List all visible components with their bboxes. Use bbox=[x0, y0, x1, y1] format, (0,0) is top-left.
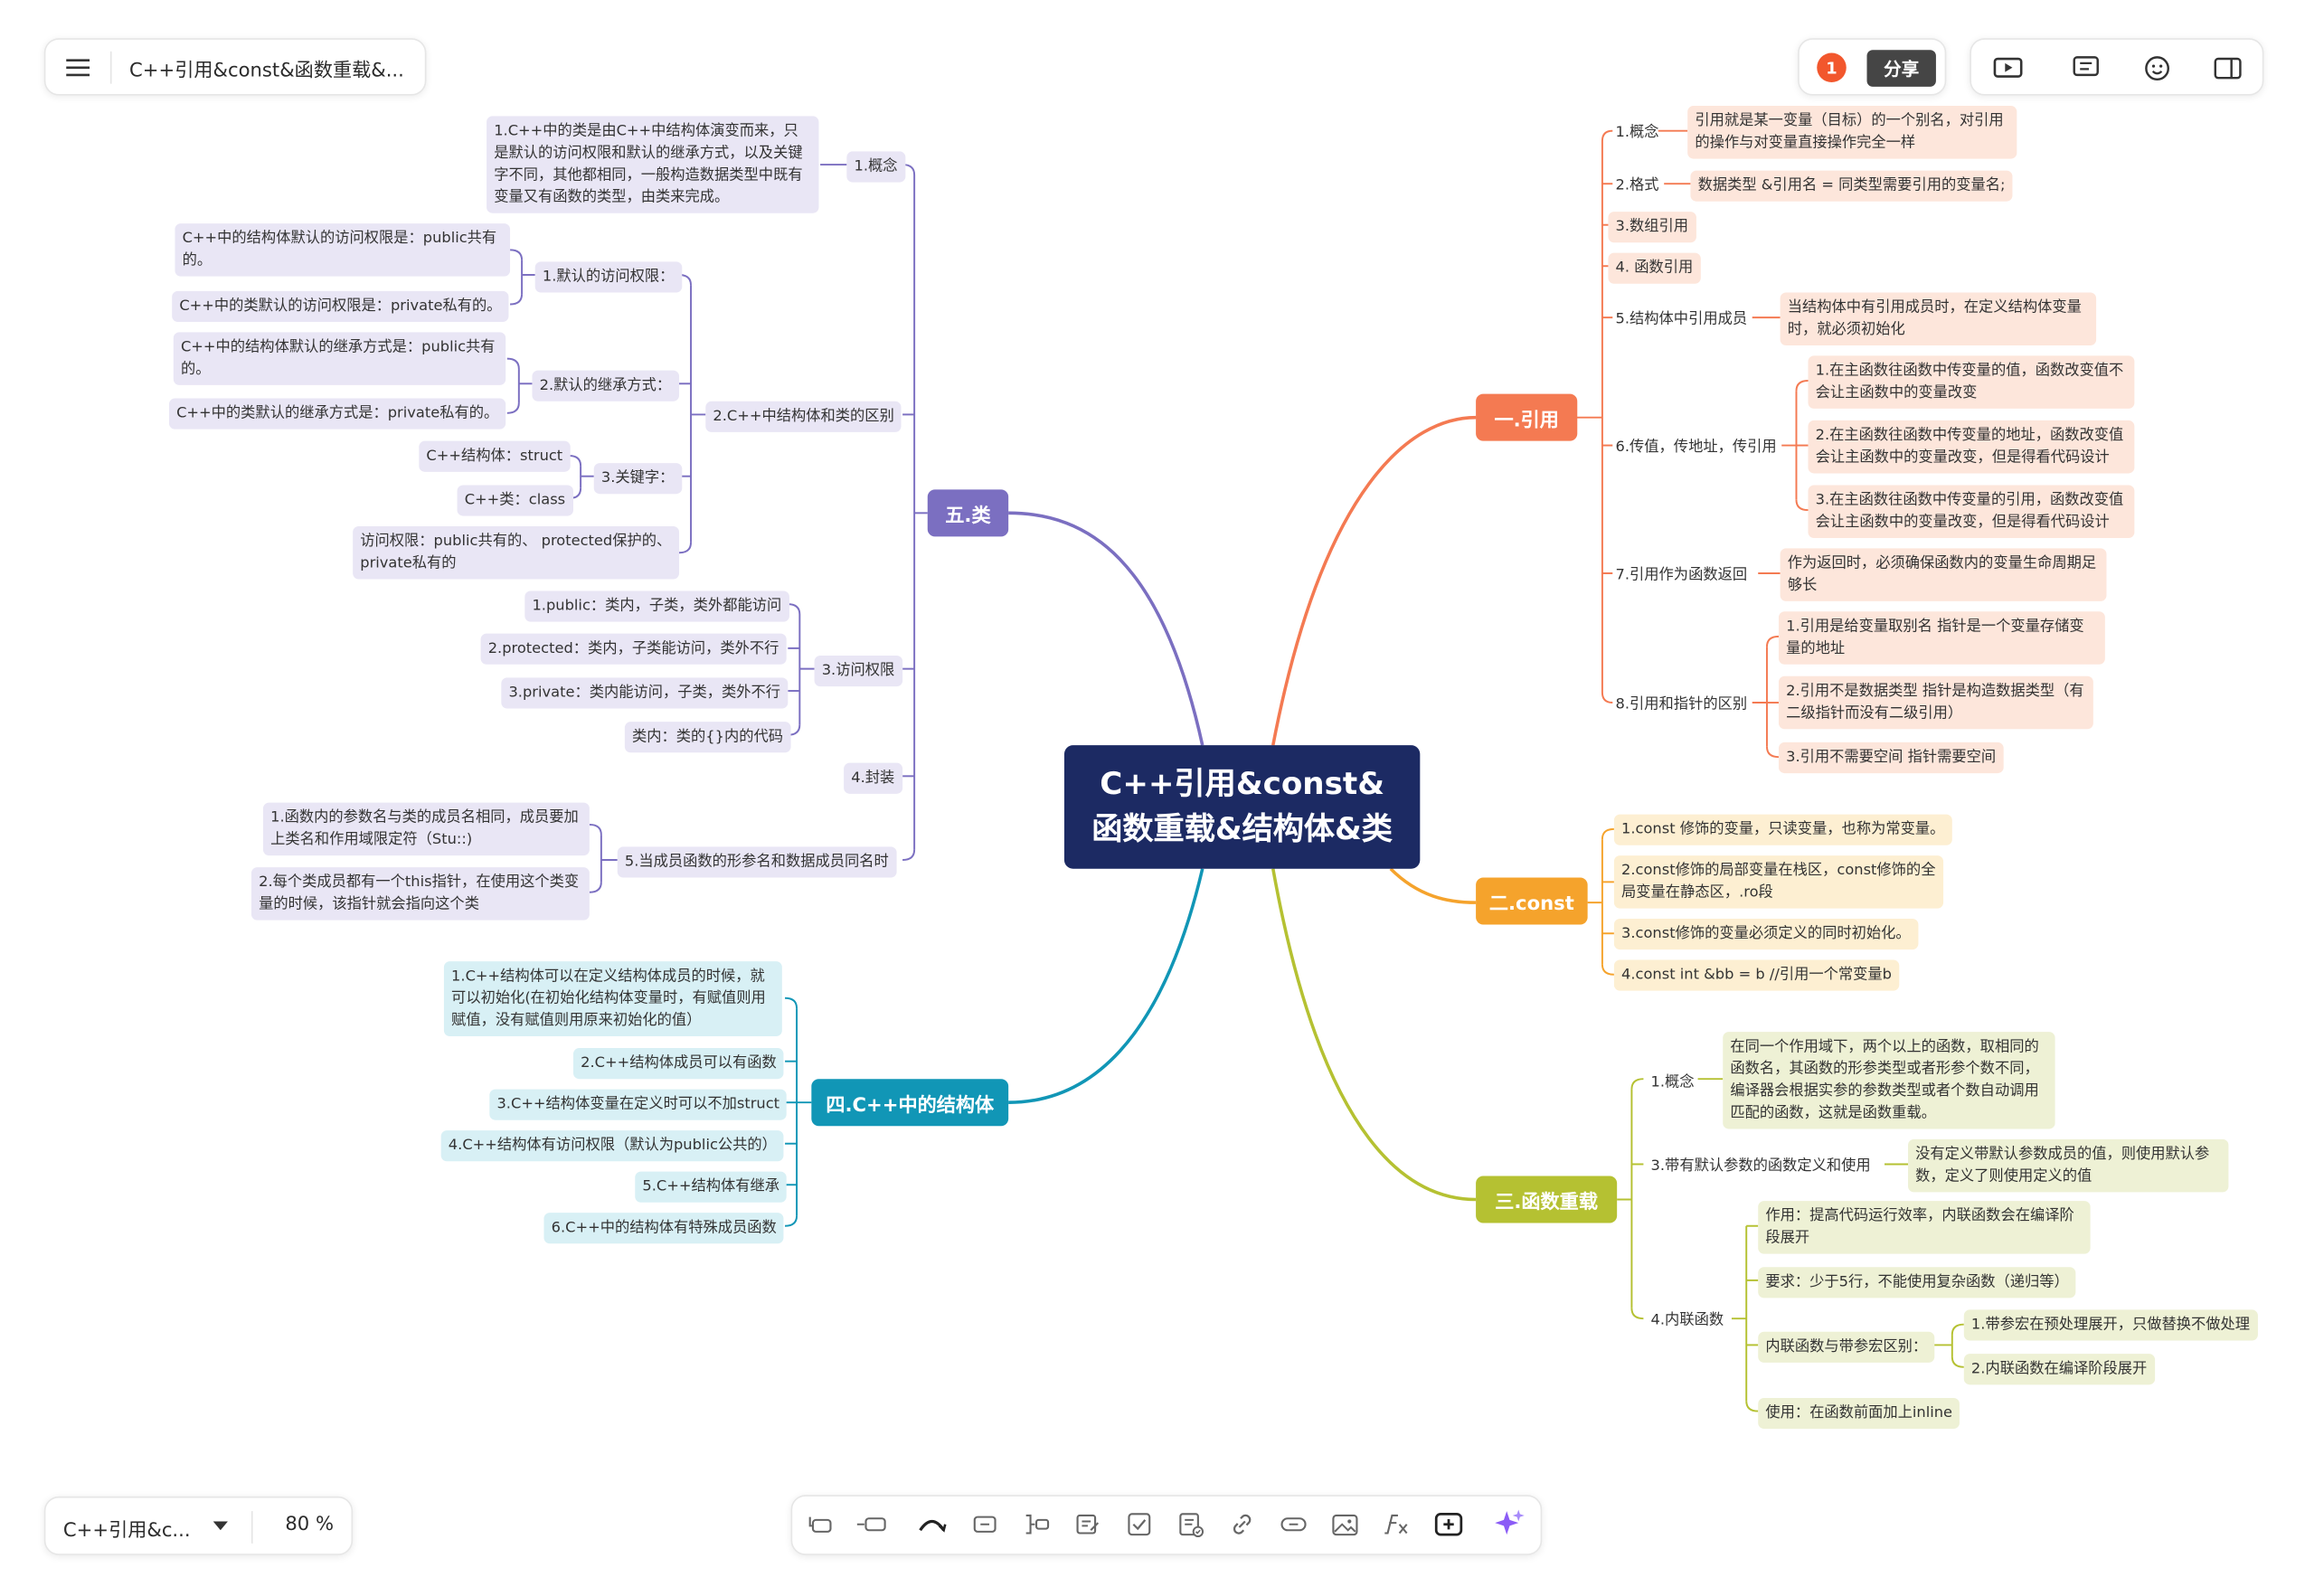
topic-node[interactable]: C++结构体：struct bbox=[419, 440, 571, 472]
topic-node[interactable]: 3.const修饰的变量必须定义的同时初始化。 bbox=[1613, 919, 1918, 950]
topic-node[interactable]: 2.在主函数往函数中传变量的地址，函数改变值会让主函数中的变量改变，但是得看代码… bbox=[1808, 420, 2135, 474]
topic-node[interactable]: 4. 函数引用 bbox=[1608, 252, 1701, 284]
hyperlink-icon[interactable] bbox=[1274, 1506, 1312, 1544]
boundary-icon[interactable] bbox=[1017, 1506, 1055, 1544]
topic-node[interactable]: 1.概念 bbox=[1650, 1074, 1695, 1091]
branch-class[interactable]: 五.类 bbox=[927, 489, 1009, 537]
menu-icon[interactable] bbox=[63, 54, 93, 80]
branch-overload[interactable]: 三.函数重载 bbox=[1476, 1176, 1618, 1223]
topic-node[interactable]: 3.private：类内能访问，子类，类外不行 bbox=[501, 677, 789, 709]
sidebar-toggle-icon[interactable] bbox=[2209, 53, 2244, 83]
topic-node[interactable]: C++中的类默认的访问权限是：private私有的。 bbox=[172, 290, 509, 323]
topic-node[interactable]: 2.格式 bbox=[1615, 177, 1659, 194]
topic-node[interactable]: 2.默认的继承方式： bbox=[532, 370, 679, 401]
topic-node[interactable]: 当结构体中有引用成员时，在定义结构体变量时，就必须初始化 bbox=[1780, 292, 2097, 346]
topic-node[interactable]: 数据类型 &引用名 = 同类型需要引用的变量名; bbox=[1690, 170, 2013, 202]
document-name[interactable]: C++引用&c... bbox=[62, 1519, 191, 1543]
document-switcher-panel: C++引用&c... 80 % bbox=[43, 1496, 354, 1555]
topic-node[interactable]: 4.内联函数 bbox=[1650, 1312, 1724, 1329]
topic-node[interactable]: 6.C++中的结构体有特殊成员函数 bbox=[543, 1213, 784, 1244]
topic-node[interactable]: 访问权限：public共有的、 protected保护的、private私有的 bbox=[353, 525, 680, 580]
topic-node[interactable]: 内联函数与带参宏区别： bbox=[1758, 1331, 1935, 1363]
todo-list-icon[interactable] bbox=[1172, 1506, 1210, 1544]
insert-more-icon[interactable] bbox=[1429, 1506, 1467, 1544]
summary-icon[interactable] bbox=[966, 1506, 1004, 1544]
topic-node[interactable]: 1.概念 bbox=[1615, 125, 1659, 142]
topic-node[interactable]: 8.引用和指针的区别 bbox=[1615, 696, 1748, 713]
emoji-icon[interactable] bbox=[2139, 53, 2174, 83]
topic-node[interactable]: 2.内联函数在编译阶段展开 bbox=[1963, 1354, 2155, 1385]
root-topic[interactable]: C++引用&const&函数重载&结构体&类 bbox=[1063, 745, 1421, 869]
topic-node[interactable]: 3.C++结构体变量在定义时可以不加struct bbox=[489, 1089, 788, 1120]
topic-node[interactable]: 1.public：类内，子类，类外都能访问 bbox=[524, 590, 789, 622]
topic-node[interactable]: 5.结构体中引用成员 bbox=[1615, 311, 1748, 328]
divider bbox=[250, 1511, 253, 1544]
notification-badge[interactable]: 1 bbox=[1817, 52, 1847, 83]
topic-node[interactable]: 3.在主函数往函数中传变量的引用，函数改变值会让主函数中的变量改变，但是得看代码… bbox=[1808, 485, 2135, 538]
topic-node[interactable]: 2.每个类成员都有一个this指针，在使用这个类变量的时候，该指针就会指向这个类 bbox=[250, 867, 590, 921]
topic-node[interactable]: 1.C++结构体可以在定义结构体成员的时候，就可以初始化(在初始化结构体变量时，… bbox=[443, 961, 782, 1037]
topic-node[interactable]: 作为返回时，必须确保函数内的变量生命周期足够长 bbox=[1780, 548, 2107, 601]
topic-node[interactable]: 1.const 修饰的变量，只读变量，也称为常变量。 bbox=[1613, 814, 1952, 845]
branch-struct[interactable]: 四.C++中的结构体 bbox=[811, 1079, 1009, 1127]
topic-node[interactable]: C++类：class bbox=[457, 485, 573, 516]
topic-node[interactable]: 4.const int &bb = b //引用一个常变量b bbox=[1613, 959, 1900, 991]
share-panel: 1 分享 bbox=[1798, 38, 1947, 96]
chevron-down-icon[interactable] bbox=[210, 1516, 231, 1536]
note-icon[interactable] bbox=[1069, 1506, 1107, 1544]
topic-node[interactable]: 作用：提高代码运行效率，内联函数会在编译阶段展开 bbox=[1758, 1201, 2091, 1254]
topic-node[interactable]: 1.带参宏在预处理展开，只做替换不做处理 bbox=[1963, 1309, 2258, 1341]
topic-node[interactable]: 3.数组引用 bbox=[1608, 212, 1696, 243]
topic-node[interactable]: 4.封装 bbox=[844, 762, 902, 794]
topic-node[interactable]: 使用：在函数前面加上inline bbox=[1758, 1397, 1960, 1430]
insert-subtopic-icon[interactable] bbox=[853, 1506, 891, 1544]
bottom-toolbar bbox=[790, 1495, 1543, 1555]
topic-node[interactable]: 6.传值，传地址，传引用 bbox=[1615, 439, 1777, 456]
insert-topic-icon[interactable] bbox=[801, 1506, 839, 1544]
image-icon[interactable] bbox=[1326, 1506, 1364, 1544]
topic-node[interactable]: C++中的类默认的继承方式是：private私有的。 bbox=[168, 398, 506, 430]
topic-node[interactable]: 1.默认的访问权限： bbox=[534, 261, 682, 293]
topic-node[interactable]: 类内：类的{}内的代码 bbox=[624, 722, 791, 753]
topic-node[interactable]: 2.C++中结构体和类的区别 bbox=[705, 401, 902, 432]
branch-yinyong[interactable]: 一.引用 bbox=[1476, 393, 1578, 441]
topic-node[interactable]: C++中的结构体默认的继承方式是：public共有的。 bbox=[173, 332, 506, 385]
topic-node[interactable]: 5.当成员函数的形参名和数据成员同名时 bbox=[617, 846, 896, 878]
branch-const[interactable]: 二.const bbox=[1476, 877, 1588, 925]
title-panel: C++引用&const&函数重载&... bbox=[43, 38, 427, 96]
document-title[interactable]: C++引用&const&函数重载&... bbox=[129, 60, 404, 83]
topic-node[interactable]: 4.C++结构体有访问权限（默认为public公共的） bbox=[440, 1130, 785, 1162]
topic-node[interactable]: 没有定义带默认参数成员的值，则使用默认参数，定义了则使用定义的值 bbox=[1908, 1138, 2229, 1193]
presentation-play-icon[interactable] bbox=[1990, 53, 2026, 83]
ai-sparkle-icon[interactable] bbox=[1490, 1506, 1528, 1544]
topic-node[interactable]: 1.函数内的参数名与类的成员名相同，成员要加上类名和作用域限定符（Stu::) bbox=[262, 802, 590, 856]
link-icon[interactable] bbox=[1223, 1506, 1261, 1544]
divider bbox=[109, 51, 112, 84]
topic-node[interactable]: C++中的结构体默认的访问权限是：public共有的。 bbox=[175, 223, 511, 277]
topic-node[interactable]: 1.在主函数往函数中传变量的值，函数改变值不会让主函数中的变量改变 bbox=[1808, 355, 2135, 409]
topic-node[interactable]: 3.访问权限 bbox=[814, 656, 902, 687]
topic-node[interactable]: 3.引用不需要空间 指针需要空间 bbox=[1778, 741, 2004, 774]
topic-node[interactable]: 1.概念 bbox=[846, 151, 905, 183]
topic-node[interactable]: 2.引用不是数据类型 指针是构造数据类型（有二级指针而没有二级引用） bbox=[1778, 675, 2093, 730]
topic-node[interactable]: 1.引用是给变量取别名 指针是一个变量存储变量的地址 bbox=[1778, 611, 2105, 665]
zoom-level[interactable]: 80 % bbox=[285, 1514, 335, 1536]
topic-node[interactable]: 7.引用作为函数返回 bbox=[1615, 567, 1748, 584]
topic-node[interactable]: 要求：少于5行，不能使用复杂函数（递归等） bbox=[1758, 1267, 2076, 1299]
topic-node[interactable]: 3.带有默认参数的函数定义和使用 bbox=[1650, 1157, 1871, 1175]
topic-node[interactable]: 5.C++结构体有继承 bbox=[635, 1171, 788, 1203]
formula-icon[interactable] bbox=[1377, 1506, 1415, 1544]
topic-node[interactable]: 1.C++中的类是由C++中结构体演变而来，只是默认的访问权限和默认的继承方式，… bbox=[487, 116, 819, 213]
topic-node[interactable]: 2.protected：类内，子类能访问，类外不行 bbox=[480, 633, 787, 665]
topic-node[interactable]: 引用就是某一变量（目标）的一个别名，对引用的操作与对变量直接操作完全一样 bbox=[1687, 106, 2017, 159]
relationship-icon[interactable] bbox=[912, 1506, 950, 1544]
topic-node[interactable]: 3.关键字： bbox=[593, 463, 682, 495]
outline-view-icon[interactable] bbox=[2068, 53, 2103, 83]
view-tools-panel bbox=[1970, 38, 2264, 96]
topic-node[interactable]: 2.const修饰的局部变量在栈区，const修饰的全局变量在静态区，.ro段 bbox=[1613, 855, 1944, 909]
share-button[interactable]: 分享 bbox=[1866, 50, 1936, 87]
task-checkbox-icon[interactable] bbox=[1120, 1506, 1158, 1544]
topic-node[interactable]: 在同一个作用域下，两个以上的函数，取相同的函数名，其函数的形参类型或者形参个数不… bbox=[1723, 1032, 2055, 1129]
topic-node[interactable]: 2.C++结构体成员可以有函数 bbox=[572, 1048, 784, 1080]
